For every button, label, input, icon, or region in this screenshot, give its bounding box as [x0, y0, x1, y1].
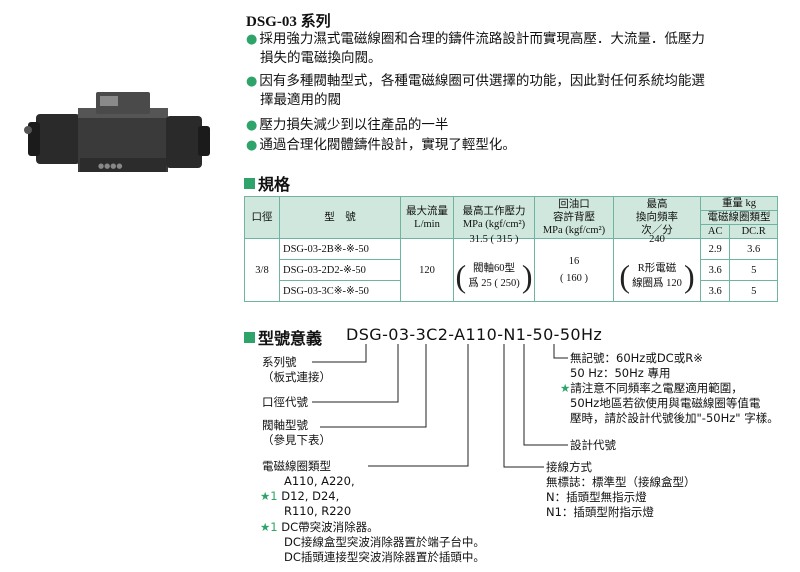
col-model: 型 號 [279, 196, 401, 239]
bullet-dot-icon: ● [246, 138, 258, 153]
spec-heading: 規格 [244, 171, 290, 195]
model-code-heading: 型號意義 [244, 325, 322, 349]
bullet-dot-icon: ● [246, 32, 258, 47]
dc-note-3: DC插頭連接型突波消除器置於插頭中。 [284, 550, 485, 564]
feature-bullet-1: ●採用強力濕式電磁線圈和合理的鑄件流路設計而實現高壓．大流量．低壓力 損失的電磁… [246, 31, 705, 66]
table-row: 3/8 DSG-03-2B※-※-50 120 31.5 ( 315 ) (閥軸… [244, 234, 778, 302]
size-code-label: 口徑代號 [262, 395, 308, 409]
product-photo: ●●●● [24, 92, 210, 172]
spool-label: 閥軸型號 [262, 418, 308, 432]
feature-bullet-3: ●壓力損失減少到以往產品的一半 [246, 117, 449, 133]
model-cell: DSG-03-3C※-※-50 [279, 280, 401, 302]
dcr-cell: 5 [729, 280, 778, 302]
series-title: DSG-03 系列 [246, 14, 331, 30]
freq-note-4: 50Hz地區若欲使用與電磁線圈等值電 [570, 396, 761, 410]
pressure-cell: 31.5 ( 315 ) (閥軸60型爲 25 ( 250)) [453, 234, 535, 302]
coil-label: 電磁線圈類型 [262, 459, 331, 473]
dc-note-1: ★1 DC帶突波消除器。 [260, 520, 379, 534]
bullet-dot-icon: ● [246, 118, 258, 133]
section-square-icon [244, 331, 255, 343]
frequency-cell: 240 (R形電磁線圈爲 120) [613, 234, 701, 302]
design-code-label: 設計代號 [570, 438, 616, 452]
coil-line-3: R110, R220 [284, 504, 352, 518]
freq-note-5: 壓時，請於設計代號後加"-50Hz" 字樣。 [570, 411, 779, 425]
feature-bullet-2: ●因有多種閥軸型式，各種電磁線圈可供選擇的功能，因此對任何系統均能選 擇最適用的… [246, 73, 705, 108]
model-code: DSG-03-3C2-A110-N1-50-50Hz [346, 325, 603, 344]
wiring-line-3: N1：插頭型附指示燈 [546, 505, 654, 519]
table-row: DSG-03-3C※-※-50 3.6 5 [245, 280, 778, 302]
freq-note-3: ★請注意不同頻率之電壓適用範圍， [560, 381, 743, 395]
svg-text:●●●●: ●●●● [98, 162, 122, 170]
series-label: 系列號 [262, 355, 297, 369]
coil-line-1: A110, A220, [284, 474, 355, 488]
flow-cell: 120 [400, 238, 454, 302]
col-weight: 重量 kg [700, 196, 778, 211]
spool-note: （參見下表） [262, 433, 331, 447]
wiring-line-1: 無標誌：標準型（接線盒型） [546, 475, 696, 489]
bullet-dot-icon: ● [246, 74, 258, 89]
series-note: （板式連接） [262, 370, 331, 384]
star-icon: ★ [560, 381, 571, 395]
dc-note-2: DC接線盒型突波消除器置於端子台中。 [284, 535, 485, 549]
table-row: DSG-03-2D2-※-50 3.6 5 [245, 259, 778, 281]
back-pressure-cell: 16 ( 160 ) [534, 238, 614, 302]
ac-cell: 3.6 [699, 280, 731, 302]
freq-note-2: 50 Hz：50Hz 專用 [570, 366, 671, 380]
feature-bullet-4: ●通過合理化閥體鑄件設計，實現了輕型化。 [246, 137, 516, 153]
star-icon: ★1 [260, 520, 278, 534]
wiring-line-2: N：插頭型無指示燈 [546, 490, 647, 504]
star-icon: ★1 [260, 489, 278, 503]
col-coil-type: 電磁線圈類型 [700, 210, 778, 225]
col-frequency: 最高換向頻率次／分 [613, 196, 701, 239]
section-square-icon [244, 177, 255, 189]
wiring-label: 接線方式 [546, 460, 592, 474]
coil-line-2: ★1 D12, D24, [260, 489, 340, 503]
freq-note-1: 無記號：60Hz或DC或R※ [570, 351, 703, 365]
col-ac: AC [699, 224, 731, 239]
col-size: 口徑 [244, 196, 280, 239]
